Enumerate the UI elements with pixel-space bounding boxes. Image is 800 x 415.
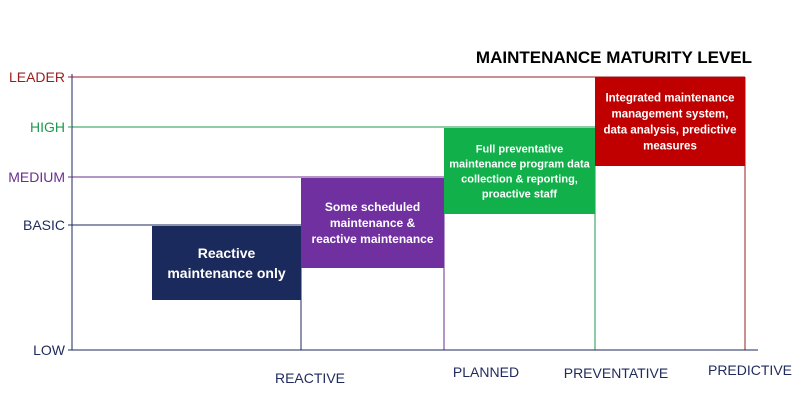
maturity-box-text: management system,: [612, 109, 729, 121]
maturity-box-fill: [152, 226, 301, 300]
maturity-box-text: maintenance &: [330, 216, 416, 230]
maturity-box-fill: [595, 77, 745, 166]
maturity-box-4: Integrated maintenance management system,…: [595, 77, 745, 166]
maturity-box-text: maintenance program data: [449, 158, 590, 170]
maturity-box-text: reactive maintenance: [311, 232, 433, 246]
x-label-preventative: PREVENTATIVE: [564, 365, 669, 381]
maturity-box-text: data analysis, predictive: [604, 125, 737, 137]
maturity-box-text: Some scheduled: [325, 200, 420, 214]
maturity-box-3: Full preventative maintenance program dat…: [444, 128, 595, 214]
maturity-box-text: measures: [643, 141, 697, 153]
y-label-low: LOW: [33, 342, 66, 358]
maturity-box-text: Full preventative: [476, 143, 563, 155]
diagram-title: MAINTENANCE MATURITY LEVEL: [476, 48, 752, 67]
maturity-box-text: collection & reporting,: [461, 173, 578, 185]
y-label-medium: MEDIUM: [8, 169, 65, 185]
maturity-box-text: proactive staff: [482, 188, 558, 200]
maturity-box-text: Integrated maintenance: [605, 93, 734, 105]
maturity-box-fill: [301, 178, 444, 268]
maturity-box-2: Some scheduled maintenance & reactive main…: [301, 178, 444, 268]
x-label-reactive: REACTIVE: [275, 370, 345, 386]
maturity-box-1: Reactive maintenance only: [152, 226, 301, 300]
x-label-planned: PLANNED: [453, 364, 519, 380]
x-label-predictive: PREDICTIVE: [708, 362, 792, 378]
maturity-box-text: Reactive: [198, 245, 256, 261]
y-label-leader: LEADER: [9, 69, 65, 85]
maturity-box-text: maintenance only: [167, 265, 285, 281]
y-label-high: HIGH: [30, 119, 65, 135]
y-label-basic: BASIC: [23, 217, 65, 233]
maturity-box-fill: [444, 128, 595, 214]
